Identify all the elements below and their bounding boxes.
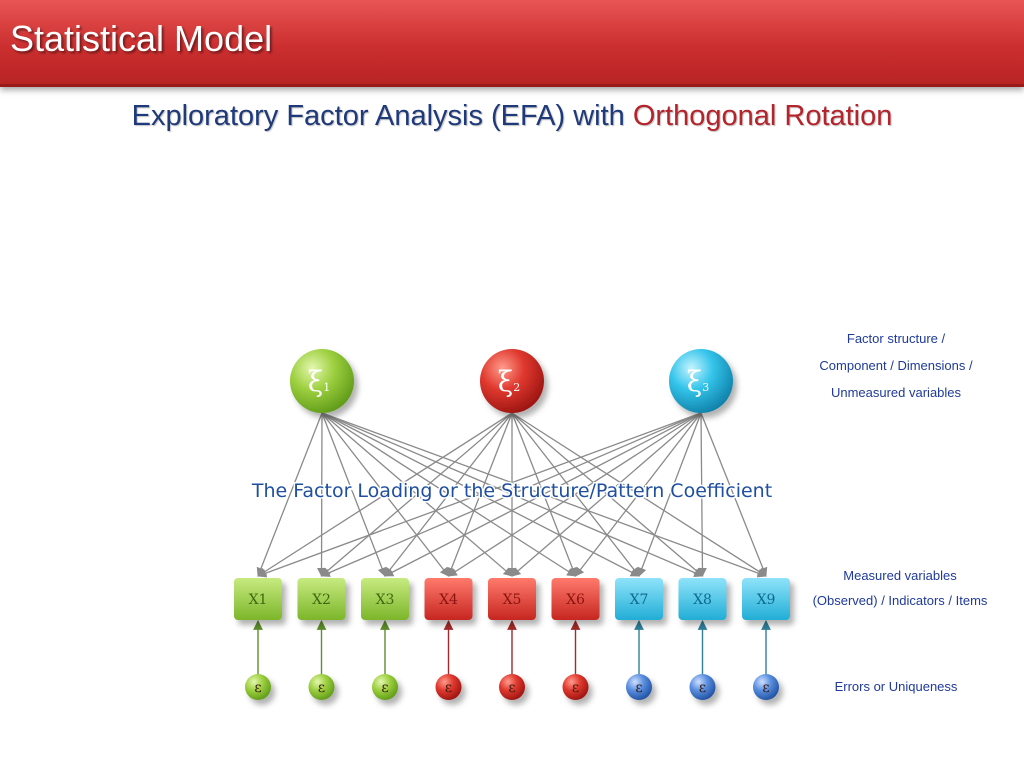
factor-node-3: ξ3: [669, 349, 733, 413]
loading-path-3-to-x2: [320, 412, 702, 577]
measured-box: [361, 578, 409, 620]
error-symbol: ε: [635, 680, 642, 696]
error-node-5: ε: [499, 674, 525, 700]
measured-box: [551, 578, 600, 620]
error-node-2: ε: [308, 674, 335, 700]
error-circle: [372, 674, 398, 700]
error-node-6: ε: [562, 674, 589, 700]
factor-subscript: 2: [513, 381, 520, 394]
measured-variable-x5: X5: [488, 578, 536, 620]
factor-circle: [480, 349, 544, 413]
error-circle: [245, 674, 271, 700]
error-node-4: ε: [435, 674, 462, 700]
error-symbol: ε: [699, 680, 706, 696]
error-symbol: ε: [318, 680, 325, 696]
measured-variable-x1: X1: [234, 578, 282, 620]
error-node-9: ε: [753, 674, 779, 700]
factor-node-2: ξ2: [480, 349, 544, 413]
measured-box: [488, 578, 536, 620]
header-bar: Statistical Model: [0, 0, 1024, 87]
measured-box: [615, 578, 663, 620]
measured-box: [678, 578, 727, 620]
loading-path-3-to-x9: [700, 412, 768, 577]
measured-label: X8: [693, 592, 712, 608]
measured-variable-x9: X9: [742, 578, 790, 620]
loading-path-3-to-x5: [511, 412, 702, 577]
error-node-8: ε: [689, 674, 716, 700]
error-symbol: ε: [381, 680, 388, 696]
error-symbol: ε: [762, 680, 769, 696]
measured-label: X4: [439, 592, 458, 608]
factor-node-1: ξ1: [290, 349, 354, 413]
loading-path-3-to-x7: [637, 412, 702, 577]
error-symbol: ε: [572, 680, 579, 696]
measured-variable-x8: X8: [678, 578, 727, 620]
loading-path-3-to-x6: [574, 412, 702, 577]
measured-box: [424, 578, 473, 620]
measured-label: X2: [312, 592, 331, 608]
error-circle: [562, 674, 589, 700]
slide-title: Statistical Model: [10, 18, 273, 59]
factor-structure-label: Factor structure / Component / Dimension…: [800, 325, 992, 406]
measured-label: X1: [249, 592, 268, 608]
loading-path-3-to-x1: [257, 412, 702, 578]
loading-path-3-to-x4: [447, 412, 702, 577]
measured-variables-label: Measured variables (Observed) / Indicato…: [800, 563, 1000, 613]
measured-variable-x3: X3: [361, 578, 409, 620]
measured-variables-line-1: Measured variables: [843, 568, 957, 583]
subtitle-highlight: Orthogonal Rotation: [632, 100, 893, 132]
slide-subtitle: Exploratory Factor Analysis (EFA) with O…: [0, 100, 1024, 133]
error-node-3: ε: [372, 674, 398, 700]
loading-path-3-to-x3: [384, 412, 702, 577]
loading-path-2-to-x1: [257, 412, 513, 577]
error-circle: [689, 674, 716, 700]
measured-label: X3: [376, 592, 395, 608]
error-circle: [626, 674, 652, 700]
measured-variable-x2: X2: [297, 578, 346, 620]
measured-box: [234, 578, 282, 620]
loading-path-2-to-x2: [320, 412, 513, 577]
error-node-7: ε: [626, 674, 652, 700]
measured-box: [297, 578, 346, 620]
factor-structure-line-2: Component / Dimensions /: [819, 358, 973, 373]
factor-structure-line-3: Unmeasured variables: [830, 385, 962, 400]
error-circle: [499, 674, 525, 700]
subtitle-main: Exploratory Factor Analysis (EFA) with: [131, 100, 633, 132]
factor-subscript: 3: [702, 381, 709, 394]
error-symbol: ε: [508, 680, 515, 696]
measured-variable-x4: X4: [424, 578, 473, 620]
measured-box: [742, 578, 790, 620]
measured-variables-line-2: (Observed) / Indicators / Items: [812, 593, 988, 608]
errors-label: Errors or Uniqueness: [800, 673, 992, 700]
error-node-1: ε: [245, 674, 271, 700]
error-circle: [435, 674, 462, 700]
loading-path-3-to-x8: [697, 412, 707, 577]
measured-label: X6: [566, 592, 585, 608]
loading-path-1-to-x2: [316, 412, 327, 577]
loading-path-1-to-x1: [256, 412, 323, 577]
errors-line-1: Errors or Uniqueness: [834, 679, 958, 694]
measured-label: X9: [757, 592, 776, 608]
factor-circle: [290, 349, 354, 413]
measured-label: X7: [630, 592, 649, 608]
measured-variable-x6: X6: [551, 578, 600, 620]
loading-path-1-to-x3: [321, 412, 387, 577]
factor-structure-line-1: Factor structure /: [846, 331, 946, 346]
error-paths: [253, 620, 771, 674]
factor-nodes: ξ1 ξ2 ξ3: [290, 349, 733, 413]
measured-label: X5: [503, 592, 522, 608]
factor-loading-label: The Factor Loading or the Structure/Patt…: [251, 480, 772, 502]
factor-subscript: 1: [323, 381, 330, 394]
error-symbol: ε: [445, 680, 452, 696]
error-circle: [308, 674, 335, 700]
loading-path-2-to-x3: [384, 412, 513, 577]
measured-variable-x7: X7: [615, 578, 663, 620]
error-symbol: ε: [254, 680, 261, 696]
error-circle: [753, 674, 779, 700]
factor-loading-paths: [256, 412, 768, 578]
measured-variable-nodes: X1 X2 X3 X4 X5 X6 X7 X8 X9: [234, 578, 790, 620]
factor-circle: [669, 349, 733, 413]
